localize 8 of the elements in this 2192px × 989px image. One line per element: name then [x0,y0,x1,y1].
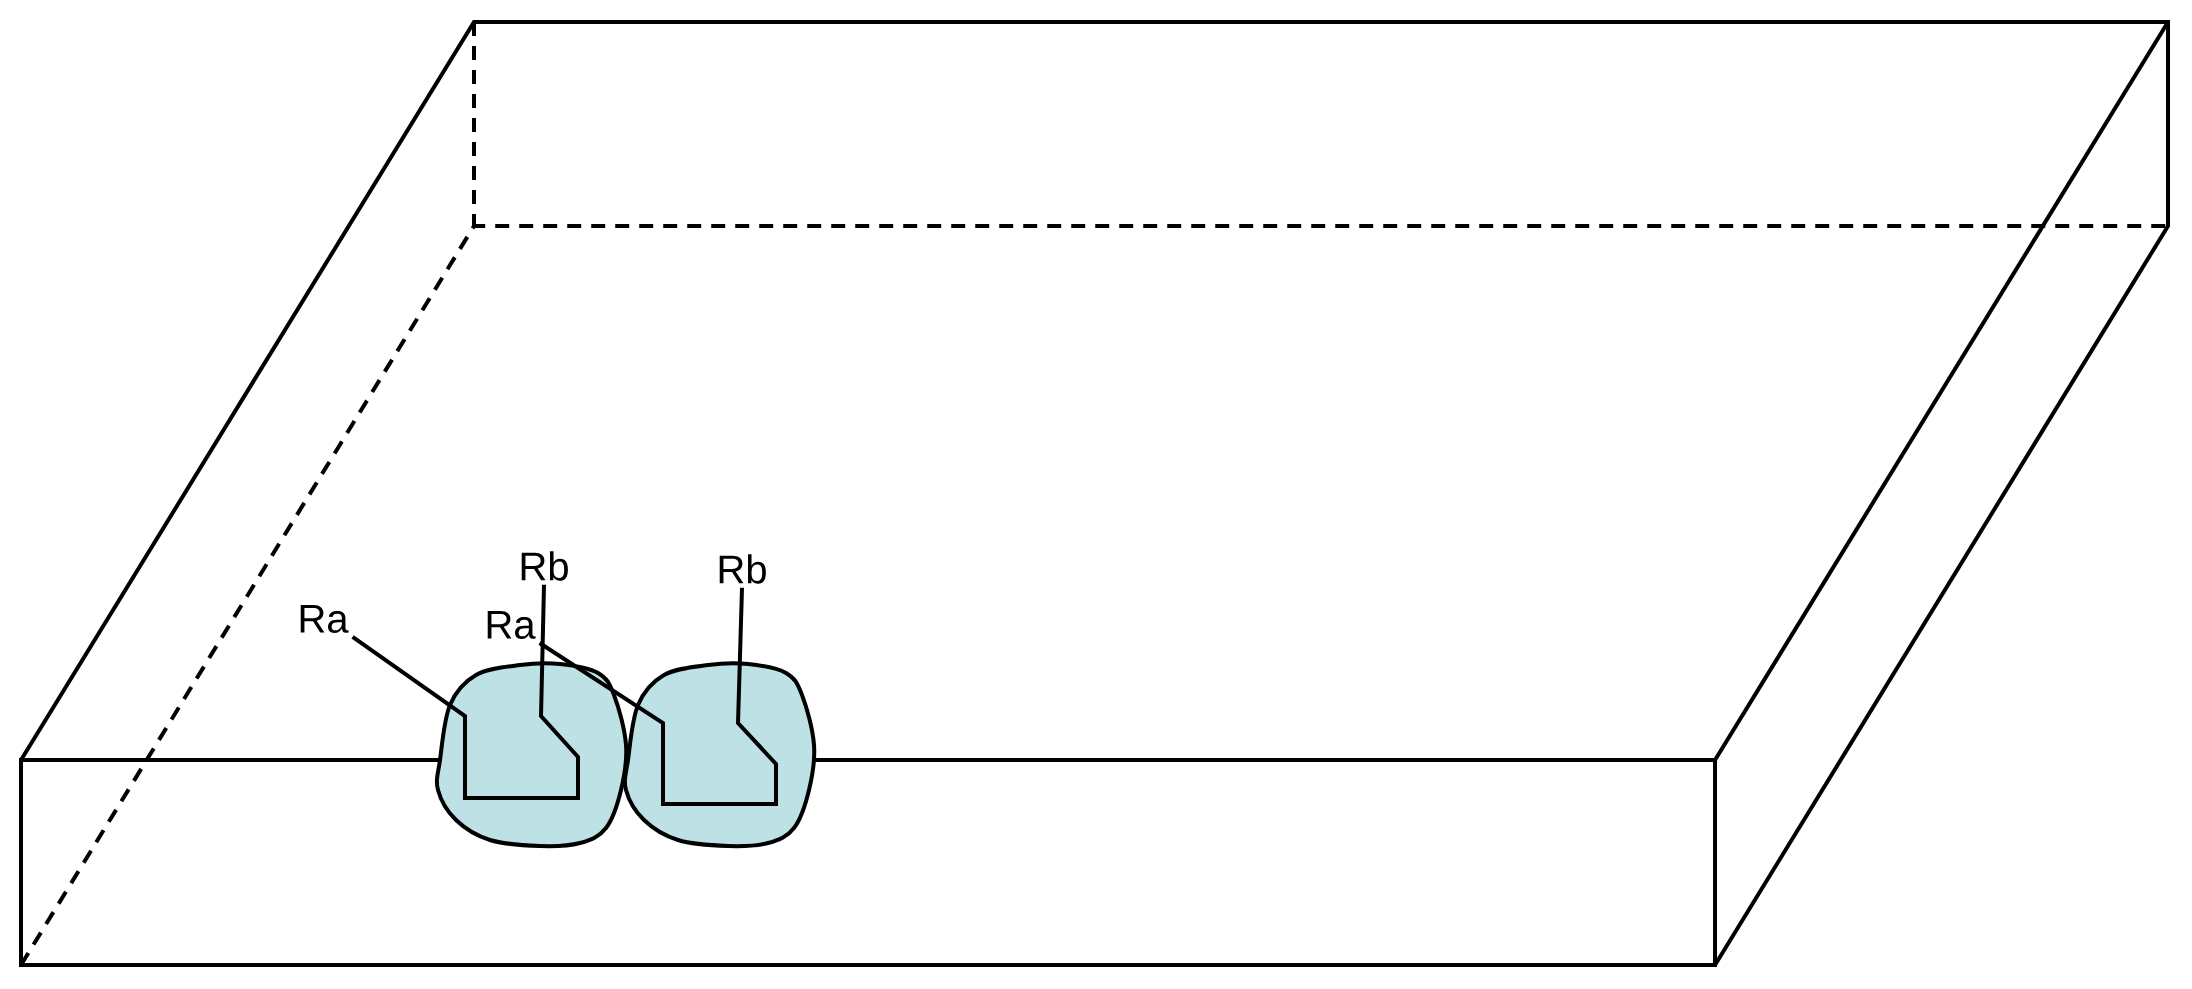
grain-shape [622,661,817,849]
label-text: Rb [521,551,568,581]
leader-line [538,587,778,806]
label-text: Rb [719,554,766,584]
label-text: Ra [300,605,349,633]
label-text: Ra [487,611,536,639]
grain-shape [434,661,629,849]
leader-line [351,584,580,800]
